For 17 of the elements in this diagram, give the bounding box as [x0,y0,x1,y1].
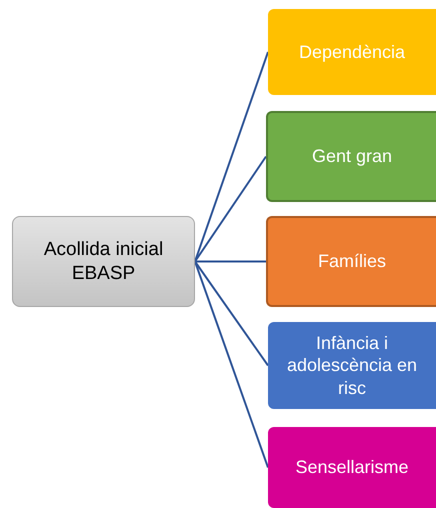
connector-line [194,260,269,366]
category-box [266,216,436,307]
root-box [12,216,195,307]
connector-line [194,261,269,468]
category-box [268,427,436,508]
box-label: Famílies [318,250,386,273]
connector-line [194,156,267,262]
box-label: Sensellarisme [295,456,409,479]
category-box [268,9,436,95]
connector-line [195,260,266,262]
box-label: Acollida inicial EBASP [42,238,164,286]
box-label: Infància i adolescència en risc [286,332,418,400]
category-box [266,111,436,202]
box-label: Dependència [298,40,406,64]
category-box [268,322,436,409]
connector-line [194,52,269,262]
box-label: Gent gran [312,145,392,168]
